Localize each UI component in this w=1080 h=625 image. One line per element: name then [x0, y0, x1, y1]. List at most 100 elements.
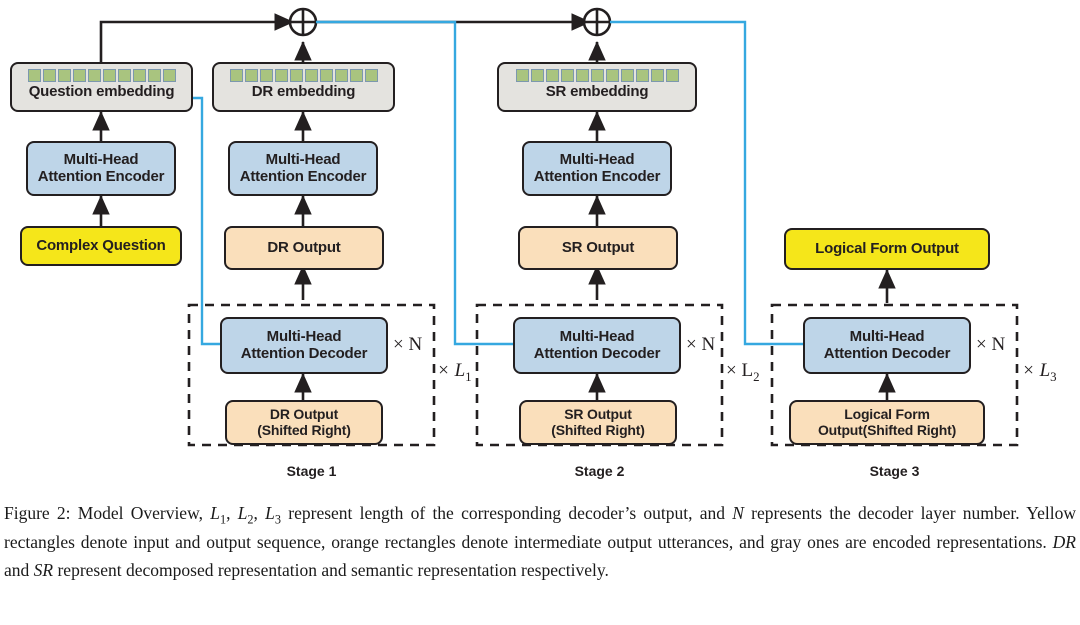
lf-shifted-line1: Logical Form [844, 405, 930, 422]
decoder-box-stage3[interactable]: Multi-Head Attention Decoder [803, 317, 971, 374]
dr-output-shifted-box[interactable]: DR Output (Shifted Right) [225, 400, 383, 445]
caption-n: N [732, 503, 744, 523]
decoder-box-stage2[interactable]: Multi-Head Attention Decoder [513, 317, 681, 374]
dr-output-box[interactable]: DR Output [224, 226, 384, 270]
repeat-n-stage1-label: × N [393, 334, 423, 355]
repeat-l3-stage3: × L3 [1022, 360, 1057, 385]
repeat-n-stage2-label: × N [686, 334, 716, 355]
question-embedding-box[interactable]: Question embedding [10, 62, 193, 112]
embedding-cell [620, 69, 634, 82]
repeat-n-stage3: × N [976, 334, 1005, 356]
embedding-cell [635, 69, 649, 82]
sum-operator-2 [582, 7, 612, 37]
embedding-cell [530, 69, 544, 82]
caption-sr: SR [33, 559, 54, 580]
caption-prefix: Figure 2: Model Overview, [4, 503, 211, 523]
embedding-cell [57, 69, 71, 82]
repeat-n-stage3-label: × N [976, 334, 1006, 355]
model-overview-diagram: Complex Question Multi-Head Attention En… [10, 7, 1057, 479]
sr-embedding-cells [515, 69, 679, 82]
dr-shifted-line2: (Shifted Right) [257, 421, 351, 438]
complex-question-box[interactable]: Complex Question [20, 226, 182, 266]
skip-sum2-to-decoder3 [610, 20, 831, 353]
logical-form-output-label: Logical Form Output [815, 239, 959, 257]
embedding-cell [334, 69, 348, 82]
embedding-cell [560, 69, 574, 82]
repeat-n-stage2: × N [686, 334, 715, 356]
embedding-cell [515, 69, 529, 82]
decoder1-line1: Multi-Head [266, 327, 342, 345]
repeat-l2-stage2: × L2 [726, 360, 760, 385]
caption-l3-sub: 3 [274, 512, 282, 527]
embedding-cell [665, 69, 679, 82]
decoder3-line1: Multi-Head [849, 327, 925, 345]
stage2-name: Stage 2 [574, 463, 625, 479]
dr-output-label: DR Output [267, 238, 341, 256]
dr-embedding-box[interactable]: DR embedding [212, 62, 395, 112]
skip-sum1-to-decoder2 [316, 20, 541, 353]
decoder2-line2: Attention Decoder [533, 344, 661, 362]
stage2-label: Stage 2 [477, 463, 722, 479]
repeat-l2-symbol: × L [726, 360, 754, 381]
encoder-box-stage1[interactable]: Multi-Head Attention Encoder [26, 141, 176, 196]
complex-question-label: Complex Question [36, 236, 166, 254]
caption-l1: L [210, 503, 220, 523]
dr-embedding-cells [229, 69, 378, 82]
dr-embedding-label: DR embedding [251, 83, 356, 100]
embedding-cell [590, 69, 604, 82]
sr-output-label: SR Output [561, 238, 635, 256]
encoder-box-stage2[interactable]: Multi-Head Attention Encoder [228, 141, 378, 196]
figure-caption: Figure 2: Model Overview, L1, L2, L3 rep… [4, 503, 1077, 580]
embedding-cell [162, 69, 176, 82]
encoder-box-stage3[interactable]: Multi-Head Attention Encoder [522, 141, 672, 196]
sr-output-box[interactable]: SR Output [518, 226, 678, 270]
sum-operator-1 [288, 7, 318, 37]
caption-mid2: represents the decoder layer number. Yel… [4, 503, 1077, 553]
caption-l2: L [237, 503, 248, 523]
sr-embedding-label: SR embedding [545, 83, 649, 100]
sr-shifted-line1: SR Output [564, 405, 632, 422]
caption-l3: L [265, 503, 275, 523]
decoder-box-stage1[interactable]: Multi-Head Attention Decoder [220, 317, 388, 374]
sr-output-shifted-box[interactable]: SR Output (Shifted Right) [519, 400, 677, 445]
dr-shifted-line1: DR Output [269, 405, 339, 422]
caption-mid1: represent length of the corresponding de… [281, 503, 733, 523]
embedding-cell [650, 69, 664, 82]
logical-form-output-box[interactable]: Logical Form Output [784, 228, 990, 270]
question-embedding-label: Question embedding [28, 83, 175, 100]
encoder3-line2: Attention Encoder [533, 167, 661, 185]
embedding-cell [575, 69, 589, 82]
embedding-cell [289, 69, 303, 82]
embedding-cell [27, 69, 41, 82]
caption-l1-sub: 1 [219, 512, 227, 527]
decoder1-line2: Attention Decoder [240, 344, 368, 362]
caption-suffix: represent decomposed representation and … [53, 559, 609, 580]
embedding-cell [229, 69, 243, 82]
stage3-name: Stage 3 [869, 463, 920, 479]
repeat-l1-stage1: × L1 [437, 360, 472, 385]
lf-shifted-line2: Output(Shifted Right) [817, 421, 957, 438]
embedding-cell [274, 69, 288, 82]
embedding-cell [117, 69, 131, 82]
skip-question-embedding-to-decoder1 [193, 96, 247, 353]
repeat-l1-sub: 1 [465, 368, 472, 384]
caption-mid3: and [4, 559, 34, 580]
repeat-l3-sub: 3 [1050, 368, 1057, 384]
embedding-cell [364, 69, 378, 82]
question-embedding-cells [27, 69, 176, 82]
embedding-cell [319, 69, 333, 82]
sr-shifted-line2: (Shifted Right) [551, 421, 645, 438]
logical-form-shifted-box[interactable]: Logical Form Output(Shifted Right) [789, 400, 985, 445]
repeat-l3-symbol: × L [1022, 360, 1051, 381]
embedding-cell [87, 69, 101, 82]
caption-l2-sub: 2 [247, 512, 254, 527]
encoder1-line2: Attention Encoder [37, 167, 165, 185]
embedding-cell [349, 69, 363, 82]
embedding-cell [72, 69, 86, 82]
encoder2-line2: Attention Encoder [239, 167, 367, 185]
encoder1-line1: Multi-Head [63, 150, 139, 168]
repeat-l1-symbol: × L [437, 360, 466, 381]
sr-embedding-box[interactable]: SR embedding [497, 62, 697, 112]
decoder2-line1: Multi-Head [559, 327, 635, 345]
embedding-cell [304, 69, 318, 82]
